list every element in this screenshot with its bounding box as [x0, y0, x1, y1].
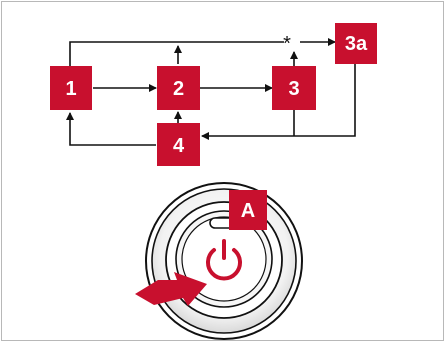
box-1-label: 1	[65, 78, 76, 100]
box-1: 1	[50, 66, 92, 110]
press-arrow	[135, 272, 207, 306]
start-button-illustration	[145, 182, 303, 340]
box-4-label: 4	[173, 135, 185, 157]
box-2-label: 2	[173, 78, 184, 100]
box-2: 2	[157, 66, 200, 110]
power-icon	[206, 239, 242, 281]
box-3a-label: 3a	[345, 33, 368, 55]
box-3-label: 3	[288, 78, 299, 100]
box-3a: 3a	[335, 23, 377, 64]
flow-connectors	[66, 38, 356, 146]
line-3a-back-to-4	[201, 64, 356, 140]
asterisk-label: *	[283, 33, 291, 55]
top-loop-line	[69, 41, 284, 66]
arrow-4-to-1	[66, 112, 156, 146]
callout-a: A	[229, 190, 267, 230]
callout-a-label: A	[241, 200, 255, 222]
box-3: 3	[272, 66, 316, 110]
box-4: 4	[157, 123, 200, 166]
